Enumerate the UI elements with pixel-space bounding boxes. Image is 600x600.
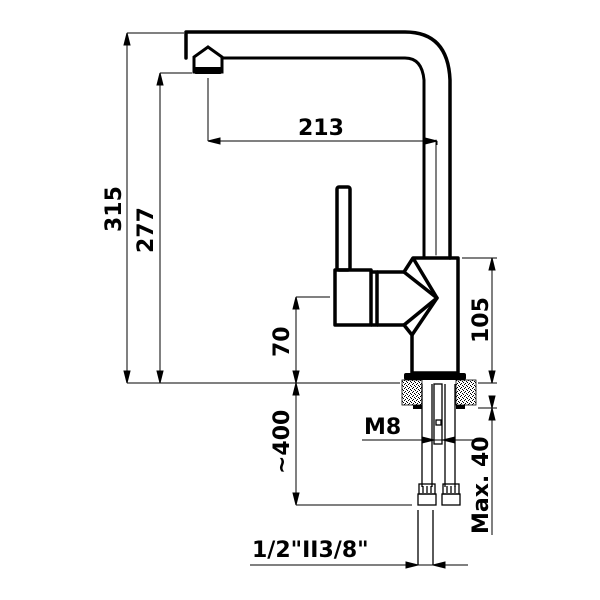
supply-hoses	[417, 383, 461, 565]
dim-label-mounting-stud: M8	[364, 415, 402, 440]
lever-handle	[333, 185, 460, 375]
dim-label-spout-height: 277	[134, 207, 159, 253]
dim-label-total-height: 315	[102, 186, 127, 232]
dim-label-hose-length: ~400	[270, 409, 295, 474]
spout	[184, 30, 452, 260]
dim-label-connections: 1/2"II3/8"	[252, 538, 369, 563]
dim-label-handle-height: 70	[270, 326, 295, 357]
dim-label-max-thickness: Max. 40	[469, 436, 494, 534]
dim-label-body-height: 105	[469, 297, 494, 343]
dim-label-spout-reach: 213	[298, 116, 344, 141]
mounting-base	[401, 373, 477, 409]
dimension-lines	[123, 32, 497, 569]
aerator	[192, 45, 224, 74]
